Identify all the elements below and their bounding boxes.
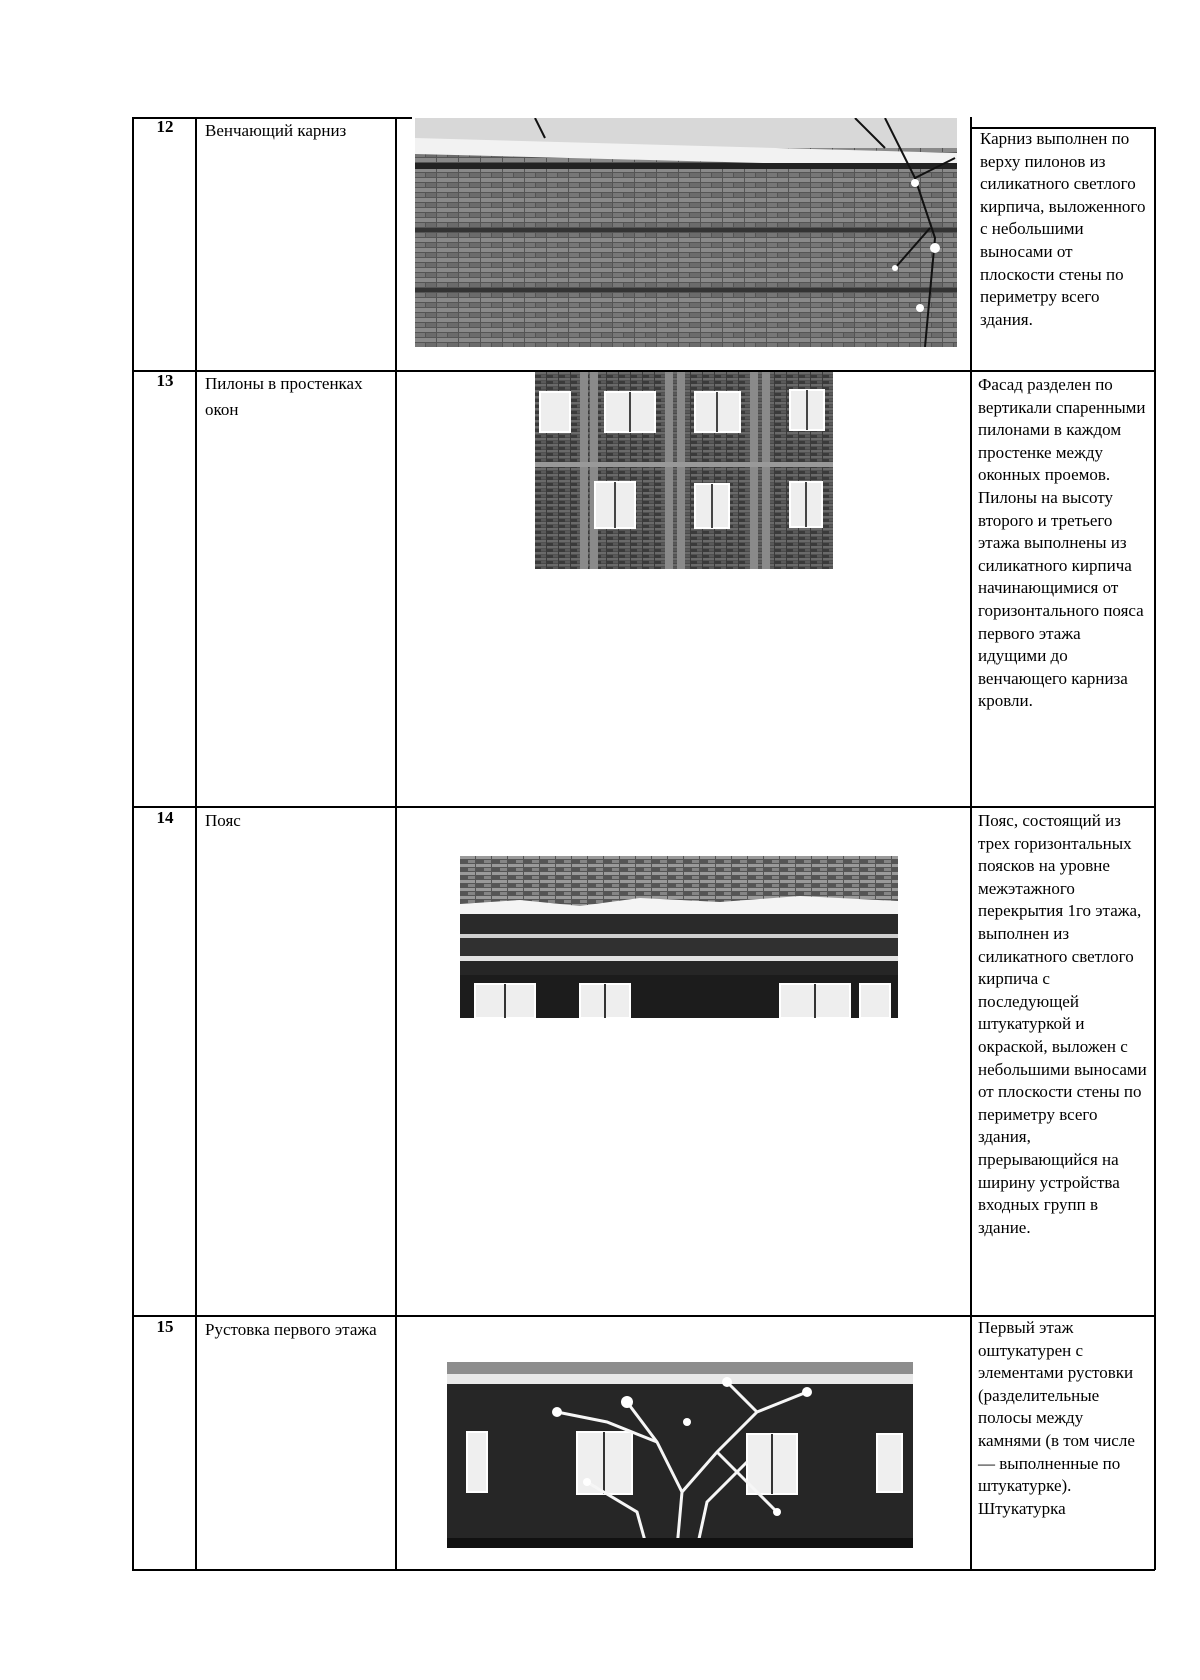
row-number: 14	[156, 808, 174, 827]
table-border-left	[132, 117, 134, 1570]
table-border-bottom	[132, 1569, 1155, 1571]
row-number: 15	[156, 1317, 174, 1336]
element-description: Карниз выполнен по верху пилонов из сили…	[980, 129, 1146, 329]
table-border-col2	[395, 117, 397, 1570]
row-divider-14	[132, 1315, 1155, 1317]
table-border-top-right	[970, 127, 1155, 129]
element-name: Пояс	[205, 811, 241, 830]
table-border-col3	[970, 117, 972, 1570]
element-name: Венчающий карниз	[205, 121, 347, 140]
element-description: Фасад разделен по вертикали спаренными п…	[978, 375, 1146, 711]
element-description: Пояс, состоящий из трех горизонтальных п…	[978, 811, 1147, 1237]
table-border-top	[132, 117, 412, 119]
row-number: 13	[156, 371, 174, 390]
row-divider-13	[132, 806, 1155, 808]
element-description: Первый этаж оштукатурен с элементами рус…	[978, 1318, 1135, 1518]
row-divider-12	[132, 370, 1155, 372]
belt-photo	[460, 856, 898, 1018]
element-name: Рустовка первого этажа	[205, 1320, 377, 1339]
table-border-col1	[195, 117, 197, 1570]
row-number: 12	[156, 117, 174, 136]
element-name: Пилоны в простенках окон	[205, 374, 363, 419]
rustication-photo	[447, 1362, 913, 1548]
cornice-photo	[415, 118, 957, 347]
table-border-right	[1154, 127, 1156, 1570]
pylons-photo	[535, 372, 833, 569]
